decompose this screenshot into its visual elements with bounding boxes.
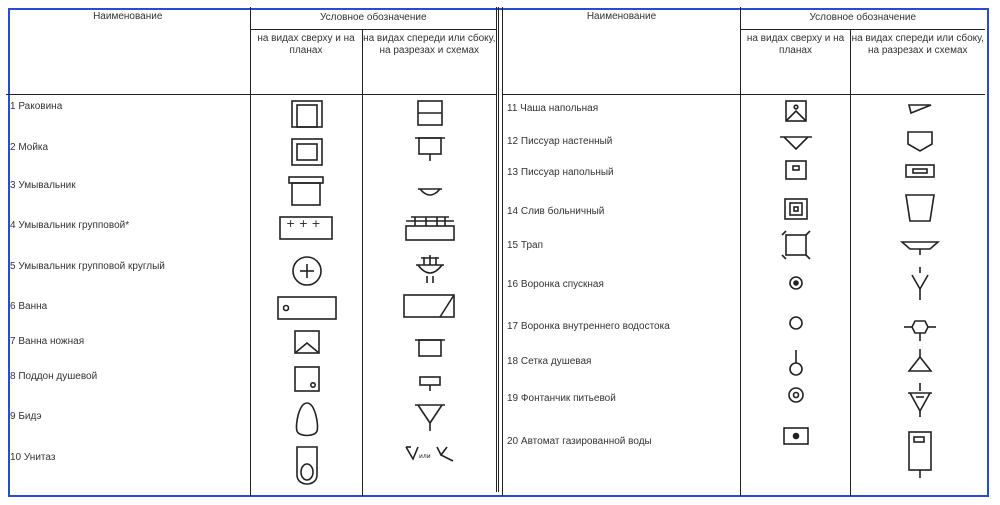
- row-label: 13 Писсуар напольный: [507, 167, 614, 178]
- washbasin-top-icon: [287, 176, 324, 206]
- toilet-front-icon: или: [404, 446, 453, 462]
- row-label: 14 Слив больничный: [507, 206, 605, 217]
- table-divider: [496, 7, 499, 492]
- fountain-top-icon: [788, 387, 804, 403]
- names-column: 11 Чаша напольная 12 Писсуар настенный 1…: [502, 94, 741, 496]
- soda-machine-top-icon: [783, 427, 809, 445]
- row-label: 16 Воронка спускная: [507, 279, 604, 290]
- shower-grid-front-icon: [907, 349, 933, 372]
- group-washbasin-front-icon: [404, 216, 455, 241]
- toilet-or-label: или: [419, 453, 431, 460]
- subheader-front-view: на видах спереди или сбоку, на разрезах …: [361, 29, 496, 95]
- roof-drain-top-icon: [789, 316, 803, 330]
- top-view-column: + + +: [249, 94, 363, 496]
- floor-bowl-front-icon: [907, 104, 932, 115]
- toilet-top-icon: [295, 446, 318, 485]
- row-label: 17 Воронка внутреннего водостока: [507, 321, 670, 332]
- row-label: 3 Умывальник: [10, 180, 76, 191]
- front-view-symbols: или: [402, 100, 455, 462]
- hospital-drain-front-icon: [905, 194, 935, 222]
- floor-urinal-front-icon: [905, 164, 935, 178]
- top-view-column: [740, 94, 851, 496]
- drain-funnel-front-icon: [911, 267, 929, 300]
- front-view-column: [850, 94, 985, 496]
- row-label: 2 Мойка: [10, 142, 49, 153]
- subheader-top-view: на видах сверху и на планах: [740, 29, 851, 95]
- foot-bath-top-icon: [293, 330, 320, 354]
- header-symbol: Условное обозначение: [249, 7, 496, 30]
- floor-drain-front-icon: [899, 241, 941, 255]
- row-label: 18 Сетка душевая: [507, 356, 592, 367]
- sink-top-icon: [290, 100, 323, 128]
- roof-drain-front-icon: [904, 320, 936, 341]
- row-label: 8 Поддон душевой: [10, 371, 98, 382]
- names-column: 1 Раковина 2 Мойка 3 Умывальник 4 Умывал…: [6, 94, 251, 496]
- right-symbol-table: Наименование Условное обозначение на вид…: [502, 7, 985, 496]
- row-label: 20 Автомат газированной воды: [507, 436, 652, 447]
- round-washbasin-front-icon: [415, 255, 444, 283]
- foot-bath-front-icon: [414, 339, 445, 357]
- fountain-front-icon: [908, 383, 932, 417]
- row-label: 19 Фонтанчик питьевой: [507, 393, 616, 404]
- soda-machine-front-icon: [908, 431, 932, 478]
- floor-urinal-top-icon: [785, 160, 807, 180]
- drain-funnel-top-icon: [789, 276, 803, 290]
- row-label: 12 Писсуар настенный: [507, 136, 613, 147]
- row-label: 6 Ванна: [10, 301, 48, 312]
- front-view-column: или: [361, 94, 496, 496]
- group-washbasin-top-icon: + + +: [278, 216, 333, 240]
- top-view-symbols: + + +: [276, 100, 337, 485]
- round-washbasin-top-icon: [291, 256, 322, 286]
- wall-urinal-top-icon: [780, 136, 812, 151]
- bathtub-front-icon: [402, 294, 455, 318]
- header-symbol: Условное обозначение: [740, 7, 985, 30]
- wall-urinal-front-icon: [907, 131, 933, 152]
- row-label: 7 Ванна ножная: [10, 336, 85, 347]
- shower-grid-top-icon: [789, 350, 803, 376]
- shower-tray-top-icon: [293, 366, 320, 392]
- header-name: Наименование: [6, 7, 251, 95]
- floor-drain-top-icon: [781, 230, 811, 260]
- subheader-top-view: на видах сверху и на планах: [249, 29, 363, 95]
- svg-text:+ + +: + + +: [286, 217, 321, 230]
- washbasin-front-icon: [417, 188, 442, 196]
- row-label: 15 Трап: [507, 240, 543, 251]
- header-name: Наименование: [502, 7, 741, 95]
- row-label: 4 Умывальник групповой*: [10, 220, 130, 231]
- kitchen-sink-top-icon: [290, 138, 323, 166]
- row-label: 5 Умывальник групповой круглый: [10, 261, 165, 272]
- hospital-drain-top-icon: [784, 198, 808, 220]
- subheader-front-view: на видах спереди или сбоку, на разрезах …: [850, 29, 985, 95]
- bathtub-top-icon: [276, 296, 337, 320]
- row-label: 10 Унитаз: [10, 452, 56, 463]
- top-view-symbols: [780, 100, 812, 445]
- floor-bowl-top-icon: [785, 100, 807, 122]
- bidet-top-icon: [295, 402, 318, 437]
- kitchen-sink-front-icon: [414, 137, 445, 161]
- left-symbol-table: Наименование Условное обозначение на вид…: [6, 7, 496, 496]
- sink-front-icon: [416, 100, 443, 126]
- row-label: 9 Бидэ: [10, 411, 42, 422]
- bidet-front-icon: [414, 404, 445, 431]
- front-view-symbols: [899, 104, 941, 478]
- shower-tray-front-icon: [418, 376, 441, 391]
- row-label: 11 Чаша напольная: [507, 103, 599, 114]
- row-label: 1 Раковина: [10, 101, 63, 112]
